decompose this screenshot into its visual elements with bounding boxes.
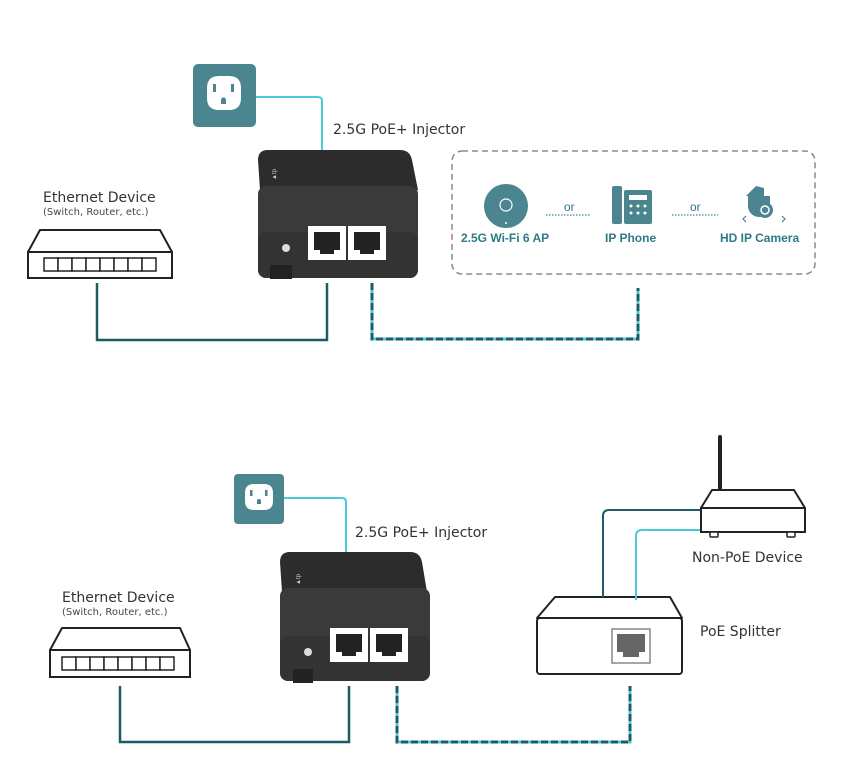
ethernet-device-subtitle: (Switch, Router, etc.) [43, 207, 149, 218]
ethernet-port-data-in [330, 628, 368, 662]
ethernet-port-poe-out [348, 226, 386, 260]
device-label-access-point: 2.5G Wi-Fi 6 AP [461, 231, 549, 245]
ip-phone-icon [612, 186, 652, 224]
data-cable [95, 283, 329, 342]
ethernet-port [611, 628, 651, 664]
diagram-1: 2.5G PoE+ Injector ▲tp Ethernet Device (… [27, 64, 816, 342]
device-label-ip-camera: HD IP Camera [720, 231, 799, 245]
powered-devices-group [451, 150, 816, 275]
led-indicator [304, 648, 312, 656]
device-label-ip-phone: IP Phone [605, 231, 656, 245]
poe-cable [395, 686, 632, 744]
power-output-cable [635, 529, 702, 600]
injector-label: 2.5G PoE+ Injector [355, 525, 487, 541]
power-connector [293, 669, 313, 683]
or-separator-label: or [564, 200, 575, 214]
ethernet-port-poe-out [370, 628, 408, 662]
power-connector [270, 265, 292, 279]
diagram-2: 2.5G PoE+ Injector ▲tp Ethernet Device (… [49, 435, 806, 744]
poe-cable [370, 283, 640, 341]
brand-logo: ▲tp [296, 573, 302, 585]
ethernet-device-subtitle: (Switch, Router, etc.) [62, 607, 168, 618]
power-cable [256, 96, 323, 150]
power-outlet-icon [193, 64, 256, 127]
ethernet-switch-icon [27, 229, 173, 279]
brand-logo: ▲tp [272, 168, 278, 180]
power-outlet-icon [234, 474, 284, 524]
ethernet-port-data-in [308, 226, 346, 260]
ip-camera-icon [742, 186, 786, 223]
ethernet-device-title: Ethernet Device [43, 190, 156, 206]
access-point-icon [484, 184, 528, 228]
ethernet-switch-icon [49, 627, 191, 678]
data-output-cable [602, 509, 702, 597]
poe-injector-device: ▲tp [280, 552, 430, 683]
injector-label: 2.5G PoE+ Injector [333, 122, 465, 138]
poe-injector-device: ▲tp [258, 150, 418, 279]
or-separator-label: or [690, 200, 701, 214]
poe-splitter-device [536, 596, 683, 675]
non-poe-device-label: Non-PoE Device [692, 550, 803, 566]
non-poe-router-icon [700, 435, 806, 538]
ethernet-device-title: Ethernet Device [62, 590, 175, 606]
data-cable [118, 686, 351, 744]
led-indicator [282, 244, 290, 252]
power-cable [284, 497, 347, 552]
poe-splitter-label: PoE Splitter [700, 624, 781, 640]
